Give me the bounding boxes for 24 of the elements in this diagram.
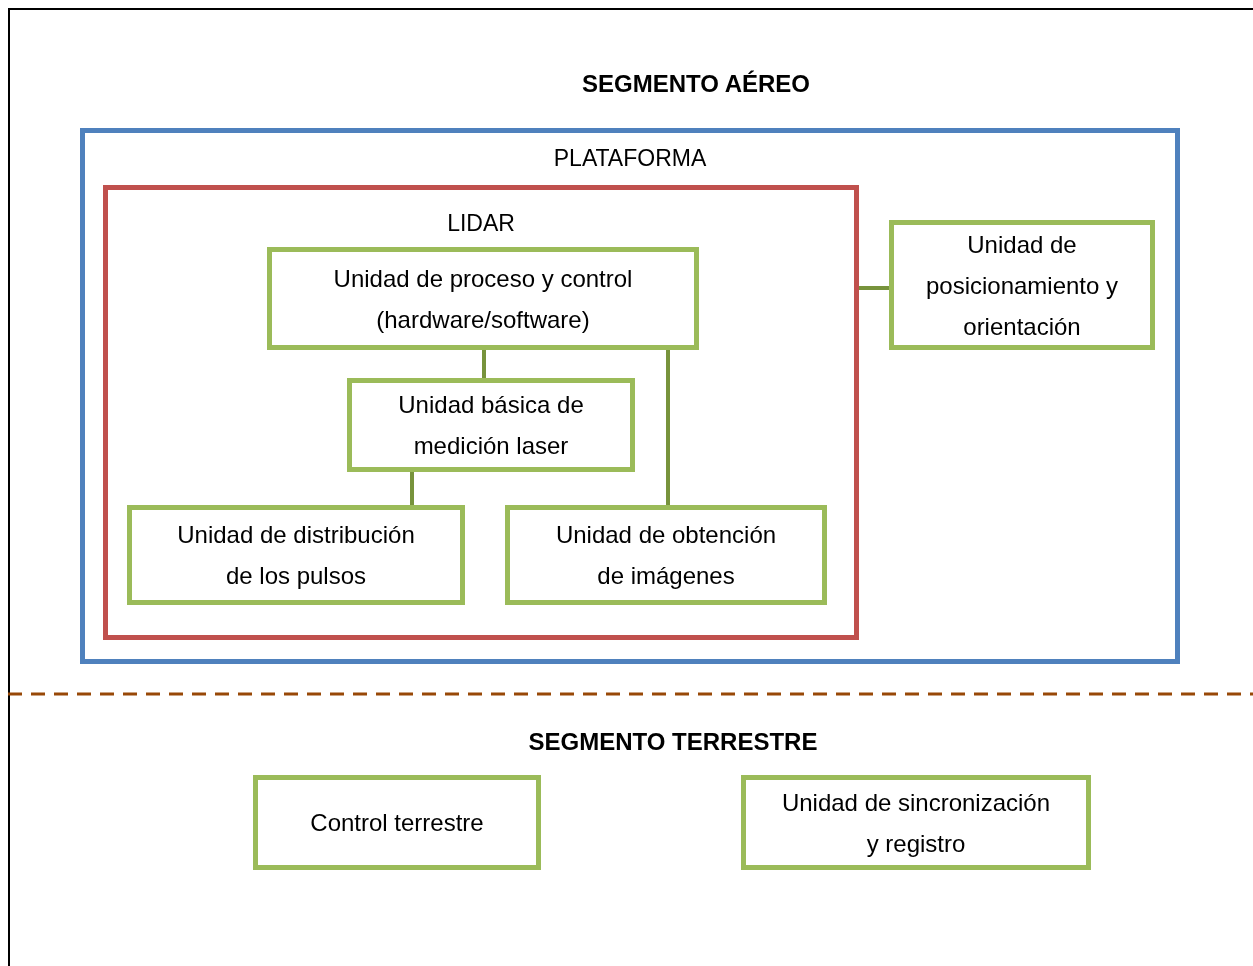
unit-label: Unidad de obtención de imágenes (554, 520, 778, 591)
connector-line (666, 350, 670, 505)
platform-container (80, 128, 1180, 664)
unit-label: Unidad de proceso y control (hardware/software) (332, 263, 634, 335)
unit-box (505, 505, 827, 605)
unit-label: Unidad de sincronización y registro (780, 787, 1052, 859)
connector-line (410, 472, 414, 505)
segment-heading: SEGMENTO AÉREO (582, 70, 810, 98)
unit-box (127, 505, 465, 605)
container-title: LIDAR (447, 210, 515, 237)
unit-label: Unidad de posicionamiento y orientación (924, 229, 1120, 342)
unit-box (741, 775, 1091, 870)
segment-heading: SEGMENTO TERRESTRE (528, 728, 818, 756)
unit-box (889, 220, 1155, 350)
unit-box (253, 775, 541, 870)
unit-label: Unidad de distribución de los pulsos (176, 520, 416, 591)
lidar-container (103, 185, 859, 640)
connector-line (482, 350, 486, 378)
unit-box (347, 378, 635, 472)
container-title: PLATAFORMA (553, 145, 707, 172)
unit-box (267, 247, 699, 350)
unit-label: Control terrestre (310, 808, 484, 838)
connector-line (859, 286, 889, 290)
unit-label: Unidad básica de medición laser (397, 390, 585, 461)
